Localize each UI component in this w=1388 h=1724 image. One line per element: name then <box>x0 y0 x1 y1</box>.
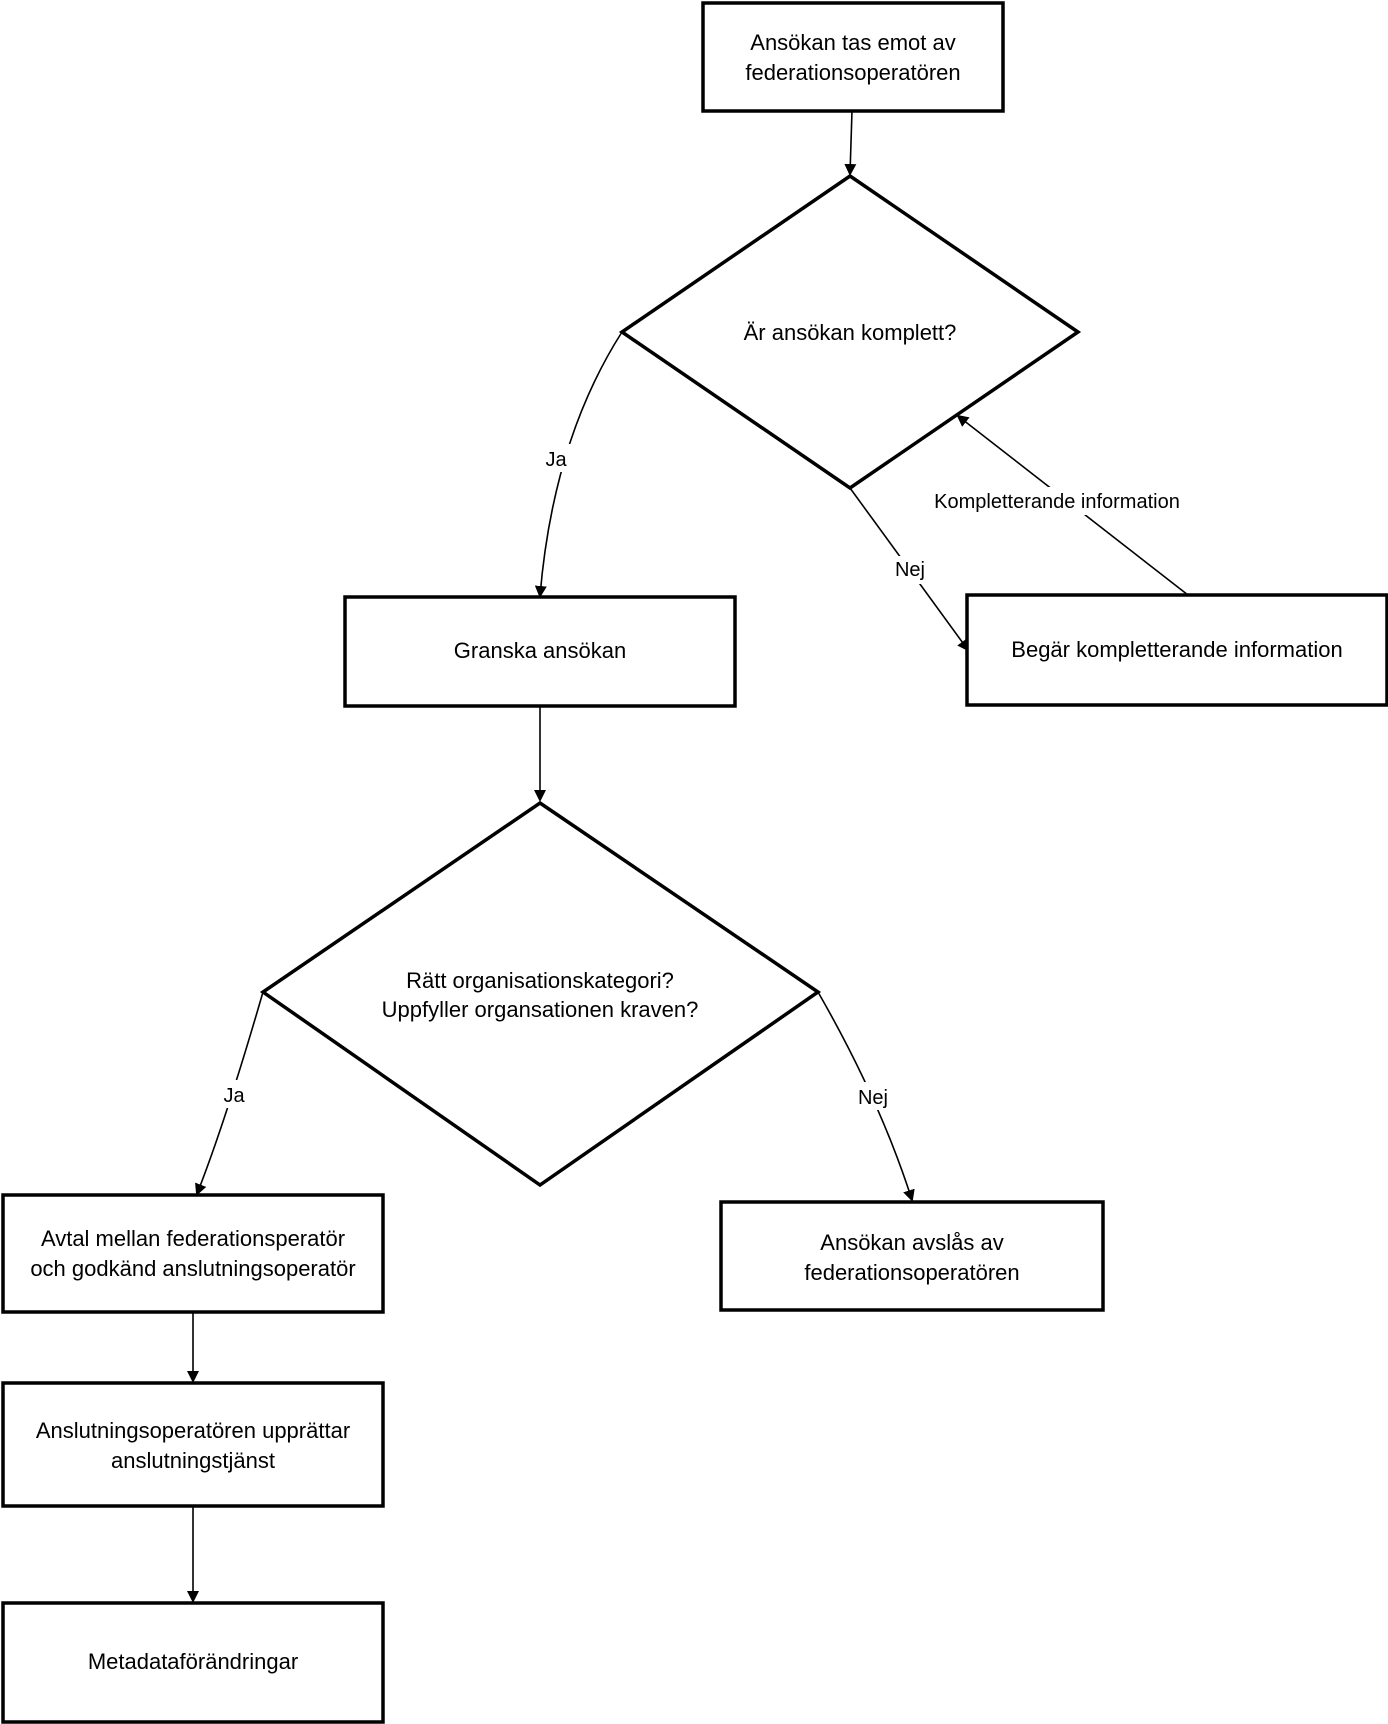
label-complete-yes: Ja <box>538 444 574 472</box>
label-category-no: Nej <box>853 1082 893 1110</box>
node-category-question: Rätt organisationskategori? Uppfyller or… <box>259 800 822 1188</box>
node-complete-question: Är ansökan komplett? <box>618 173 1082 491</box>
node-rejected: Ansökan avslås av federationsoperatören <box>719 1200 1105 1312</box>
node-agreement-line-2: och godkänd anslutningsoperatör <box>30 1256 355 1281</box>
node-review-line-1: Granska ansökan <box>454 638 626 663</box>
label-category-yes-text: Ja <box>223 1085 245 1107</box>
node-setup-line-2: anslutningstjänst <box>111 1448 275 1473</box>
label-complete-no-text: Nej <box>895 559 925 581</box>
node-category-question-line-2: Uppfyller organsationen kraven? <box>382 997 699 1022</box>
node-review: Granska ansökan <box>343 595 737 708</box>
node-rejected-line-1: Ansökan avslås av <box>820 1230 1003 1255</box>
label-supplement-text: Kompletterande information <box>934 491 1180 513</box>
node-received-line-2: federationsoperatören <box>745 60 960 85</box>
node-metadata: Metadataförändringar <box>1 1601 385 1724</box>
edge-labels: Ja Nej Kompletterande information Ja Nej <box>216 444 1192 1110</box>
node-agreement: Avtal mellan federationsperatör och godk… <box>1 1193 385 1314</box>
node-received: Ansökan tas emot av federationsoperatöre… <box>701 1 1005 113</box>
node-received-line-1: Ansökan tas emot av <box>750 30 955 55</box>
edge-received-to-complete-q <box>844 110 857 176</box>
label-complete-yes-text: Ja <box>545 449 567 471</box>
node-metadata-line-1: Metadataförändringar <box>88 1649 298 1674</box>
node-request-info-line-1: Begär kompletterande information <box>1011 637 1342 662</box>
node-category-question-line-1: Rätt organisationskategori? <box>406 968 674 993</box>
label-category-yes: Ja <box>216 1080 252 1108</box>
node-rejected-line-2: federationsoperatören <box>804 1260 1019 1285</box>
label-complete-no: Nej <box>890 556 930 584</box>
label-category-no-text: Nej <box>858 1087 888 1109</box>
node-setup: Anslutningsoperatören upprättar anslutni… <box>1 1381 385 1508</box>
node-request-info: Begär kompletterande information <box>965 593 1388 707</box>
node-complete-question-line-1: Är ansökan komplett? <box>744 320 957 345</box>
label-supplement: Kompletterande information <box>922 487 1192 515</box>
node-agreement-line-1: Avtal mellan federationsperatör <box>41 1226 345 1251</box>
node-setup-line-1: Anslutningsoperatören upprättar <box>36 1418 350 1443</box>
